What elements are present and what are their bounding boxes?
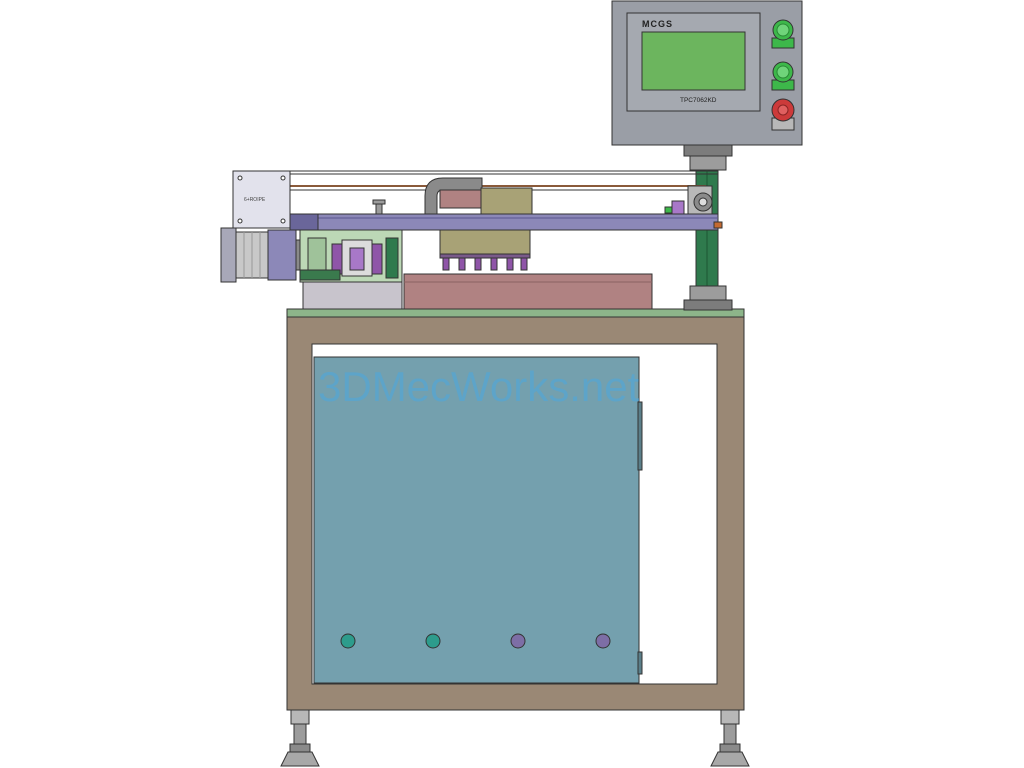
clamp-unit [299,229,403,283]
hmi-brand-label: MCGS [642,19,673,29]
green-button-bottom [771,61,795,91]
left-leveling-foot [280,709,320,767]
cable-drag-chain [424,177,533,215]
beam-end-bearing [664,185,713,215]
electrical-cabinet [313,356,643,684]
beam-bracket [372,199,386,215]
indicator-light-3 [510,633,526,649]
indicator-light-1 [340,633,356,649]
suction-nozzles [439,253,531,271]
stepper-motor-plate: 6+ROIPE [232,170,291,229]
green-sensor [664,206,673,214]
hmi-model-label: TPC7062KD [680,97,717,104]
servo-motor [220,227,303,283]
tabletop [286,308,745,318]
top-guide-rails [289,170,719,228]
hmi-screen [641,31,746,91]
watermark-text: 3DMecWorks.net [318,363,640,410]
main-beam [289,213,723,231]
purple-block [671,200,685,215]
green-button-top [771,19,795,49]
motor-label: 6+ROIPE [244,197,266,203]
pickup-head [439,229,531,271]
indicator-light-2 [425,633,441,649]
right-leveling-foot [710,709,750,767]
emergency-stop-button [771,98,795,131]
base-blocks [302,273,653,310]
cabinet-hinge-bottom [637,651,643,675]
cabinet-hinge-top [637,401,643,471]
hmi-control-panel: MCGS TPC7062KD [611,0,803,146]
indicator-light-4 [595,633,611,649]
